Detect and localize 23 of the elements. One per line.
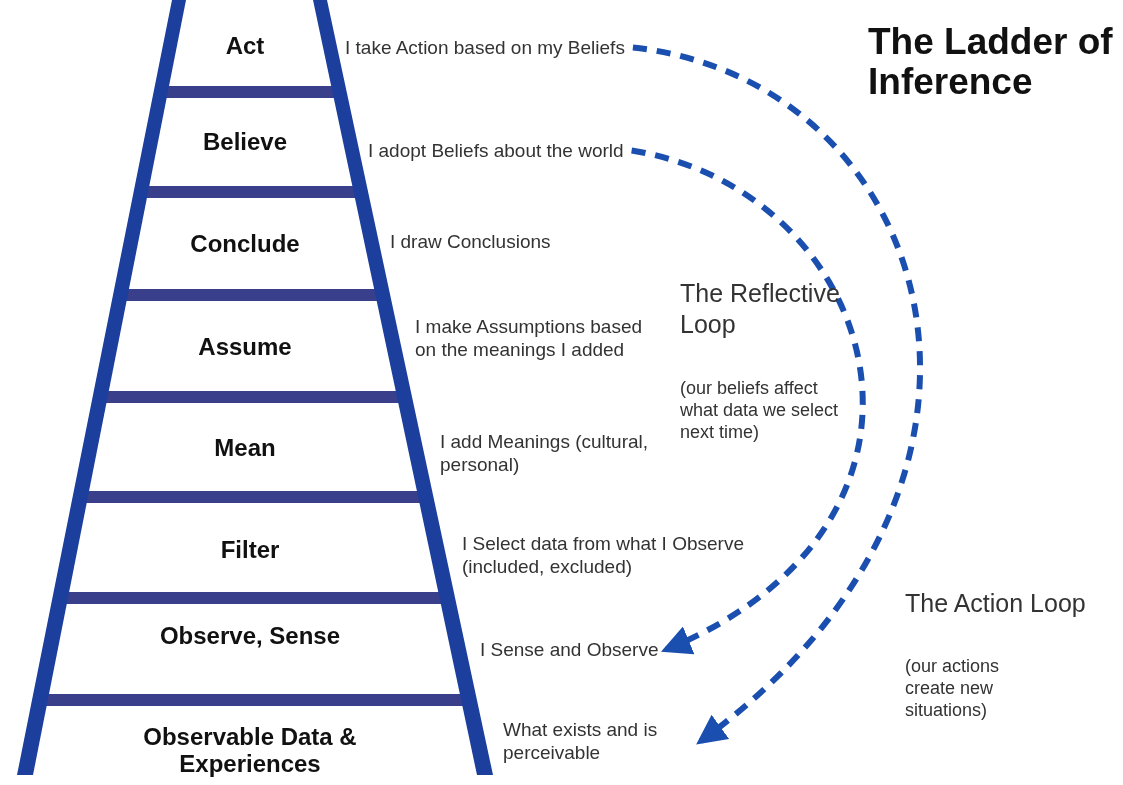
step-name: Filter xyxy=(219,536,281,563)
step-name: Mean xyxy=(213,434,277,461)
loop-note: (our beliefs affect what data we select next time) xyxy=(680,377,840,443)
loop-heading: The Action Loop xyxy=(905,588,1087,619)
loop-note: (our actions create new situations) xyxy=(905,655,1001,721)
step-description: What exists and is perceivable xyxy=(503,718,693,764)
dashed-arrow xyxy=(632,44,923,745)
step-description: I add Meanings (cultural, personal) xyxy=(440,430,655,476)
step-description: I Sense and Observe xyxy=(480,638,659,661)
step-description: I make Assumptions based on the meanings I added xyxy=(415,315,650,361)
step-name: Assume xyxy=(197,333,293,360)
step-description: I take Action based on my Beliefs xyxy=(345,36,625,59)
step-name: Believe xyxy=(201,128,289,155)
step-name: Observable Data & Experiences xyxy=(142,723,358,777)
title: The Ladder of Inference xyxy=(868,22,1114,102)
step-description: I draw Conclusions xyxy=(390,230,551,253)
loop-heading: The Reflective Loop xyxy=(680,278,841,340)
dashed-arrow xyxy=(630,147,866,653)
step-name: Act xyxy=(224,32,266,59)
step-description: I Select data from what I Observe (included, excluded) xyxy=(462,532,792,578)
step-name: Observe, Sense xyxy=(158,622,342,649)
step-name: Conclude xyxy=(189,230,301,257)
step-description: I adopt Beliefs about the world xyxy=(368,139,624,162)
